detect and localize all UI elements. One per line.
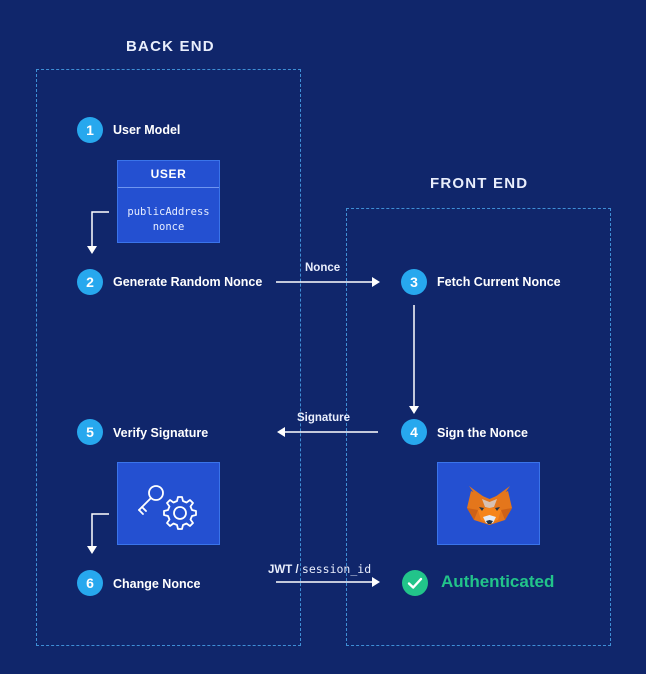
step-6-label: Change Nonce — [113, 577, 201, 591]
jwt-label: JWT — [268, 564, 293, 576]
front-end-title: FRONT END — [430, 175, 529, 192]
nonce-arrow-label: Nonce — [305, 262, 341, 274]
user-model-field-nonce: nonce — [152, 221, 185, 233]
user-model-card: USER publicAddress nonce — [117, 160, 220, 243]
front-end-panel — [346, 208, 611, 646]
back-end-title: BACK END — [126, 38, 215, 55]
elbow-arrowhead-1 — [87, 246, 97, 254]
step-2-badge: 2 — [77, 269, 103, 295]
elbow-arrow-user-to-nonce — [91, 211, 109, 247]
user-model-header: USER — [118, 161, 219, 188]
step-4-label: Sign the Nonce — [437, 426, 528, 440]
back-end-panel — [36, 69, 301, 646]
checkmark-circle-icon — [401, 569, 429, 597]
nonce-arrowhead — [372, 277, 380, 287]
step-4-badge: 4 — [401, 419, 427, 445]
step-6-badge: 6 — [77, 570, 103, 596]
jwt-arrowhead — [372, 577, 380, 587]
step-3-label: Fetch Current Nonce — [437, 275, 561, 289]
metamask-fox-icon — [467, 486, 512, 525]
session-id-label: session_id — [301, 562, 372, 576]
elbow-arrowhead-2 — [87, 546, 97, 554]
step-5-badge: 5 — [77, 419, 103, 445]
jwt-session-arrow-label: JWT / session_id — [268, 562, 371, 576]
user-model-field-public-address: publicAddress — [127, 206, 210, 218]
step-1-badge: 1 — [77, 117, 103, 143]
signature-arrowhead — [277, 427, 285, 437]
metamask-card — [437, 462, 540, 545]
step-3-badge: 3 — [401, 269, 427, 295]
signature-arrow-label: Signature — [297, 412, 351, 424]
step-2-label: Generate Random Nonce — [113, 275, 263, 289]
step-5-label: Verify Signature — [113, 426, 209, 440]
authenticated-label: Authenticated — [441, 572, 555, 591]
elbow-arrow-verify-to-change — [91, 513, 109, 547]
verify-signature-card — [117, 462, 220, 545]
user-model-fields: publicAddress nonce — [118, 188, 219, 235]
key-gear-icon — [138, 485, 197, 530]
vertical-arrowhead — [409, 406, 419, 414]
step-1-label: User Model — [113, 123, 181, 137]
jwt-separator: / — [295, 564, 299, 576]
